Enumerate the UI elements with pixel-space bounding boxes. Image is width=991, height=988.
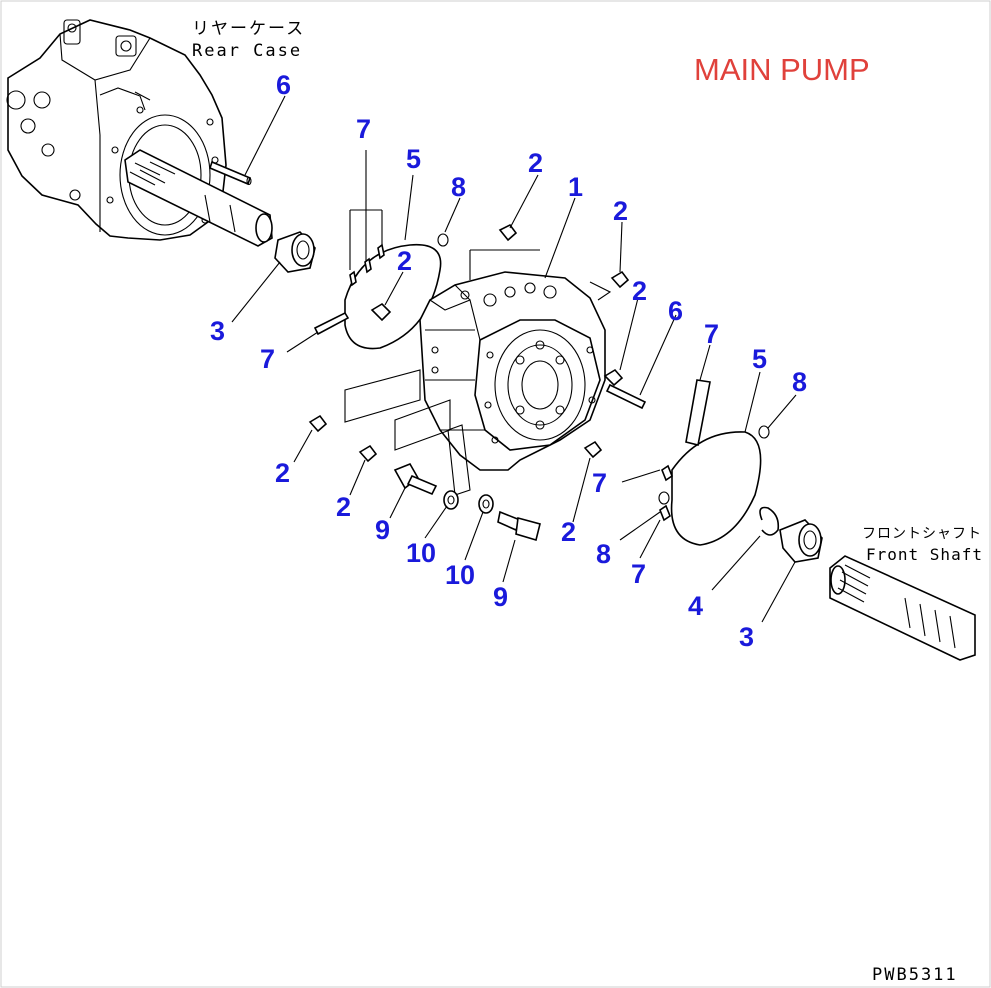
snap-ring-4 — [759, 506, 780, 536]
callout-1: 1 — [568, 172, 583, 202]
pins-7-upper — [313, 243, 385, 336]
diagram-title: MAIN PUMP — [694, 52, 870, 87]
callout-10: 10 — [445, 560, 475, 590]
front-shaft-label-en: Front Shaft — [866, 545, 983, 564]
bolt-9-left — [393, 462, 438, 496]
callout-2: 2 — [336, 492, 351, 522]
o-ring-8-lower-b — [658, 491, 670, 505]
pins-7-lower — [659, 379, 711, 522]
callout-8: 8 — [792, 367, 807, 397]
callout-2: 2 — [613, 196, 628, 226]
callout-3: 3 — [210, 316, 225, 346]
drawing-code: PWB5311 — [872, 965, 958, 985]
callout-7: 7 — [260, 344, 275, 374]
callout-7: 7 — [356, 114, 371, 144]
gasket-5-lower — [670, 431, 762, 546]
callout-9: 9 — [375, 515, 390, 545]
washers-10 — [443, 490, 494, 514]
callout-2: 2 — [275, 458, 290, 488]
callout-4: 4 — [688, 591, 703, 621]
callout-5: 5 — [406, 144, 421, 174]
callout-2: 2 — [397, 246, 412, 276]
callout-3: 3 — [739, 622, 754, 652]
pin-6-top — [209, 160, 252, 186]
pin-6-right — [605, 383, 647, 410]
callout-5: 5 — [752, 344, 767, 374]
callout-6: 6 — [276, 70, 291, 100]
bearing-rear — [274, 231, 316, 273]
bearing-front — [779, 519, 823, 563]
leader-bracket-1b — [589, 281, 612, 301]
leader-lines — [231, 95, 797, 623]
main-body — [419, 271, 606, 471]
bolt-9-right — [497, 510, 541, 542]
callout-2: 2 — [561, 517, 576, 547]
front-shaft-label-jp: フロントシャフト — [862, 526, 982, 542]
leader-bracket-1 — [469, 249, 540, 280]
side-plates — [344, 369, 471, 496]
rear-shaft — [124, 149, 273, 247]
callout-2: 2 — [632, 276, 647, 306]
plug-2-gasket — [370, 302, 392, 322]
plugs-2 — [308, 223, 630, 463]
rear-case-label-en: Rear Case — [192, 41, 302, 61]
callout-7: 7 — [704, 319, 719, 349]
callout-8: 8 — [451, 172, 466, 202]
o-ring-8-upper — [437, 233, 449, 247]
callout-7: 7 — [631, 559, 646, 589]
callout-7: 7 — [592, 468, 607, 498]
rear-case-label-jp: リヤーケース — [192, 19, 305, 39]
o-ring-8-lower-a — [758, 425, 770, 439]
callout-9: 9 — [493, 582, 508, 612]
callout-2: 2 — [528, 148, 543, 178]
callout-8: 8 — [596, 539, 611, 569]
callout-6: 6 — [668, 296, 683, 326]
callout-10: 10 — [406, 538, 436, 568]
front-shaft — [829, 555, 976, 661]
